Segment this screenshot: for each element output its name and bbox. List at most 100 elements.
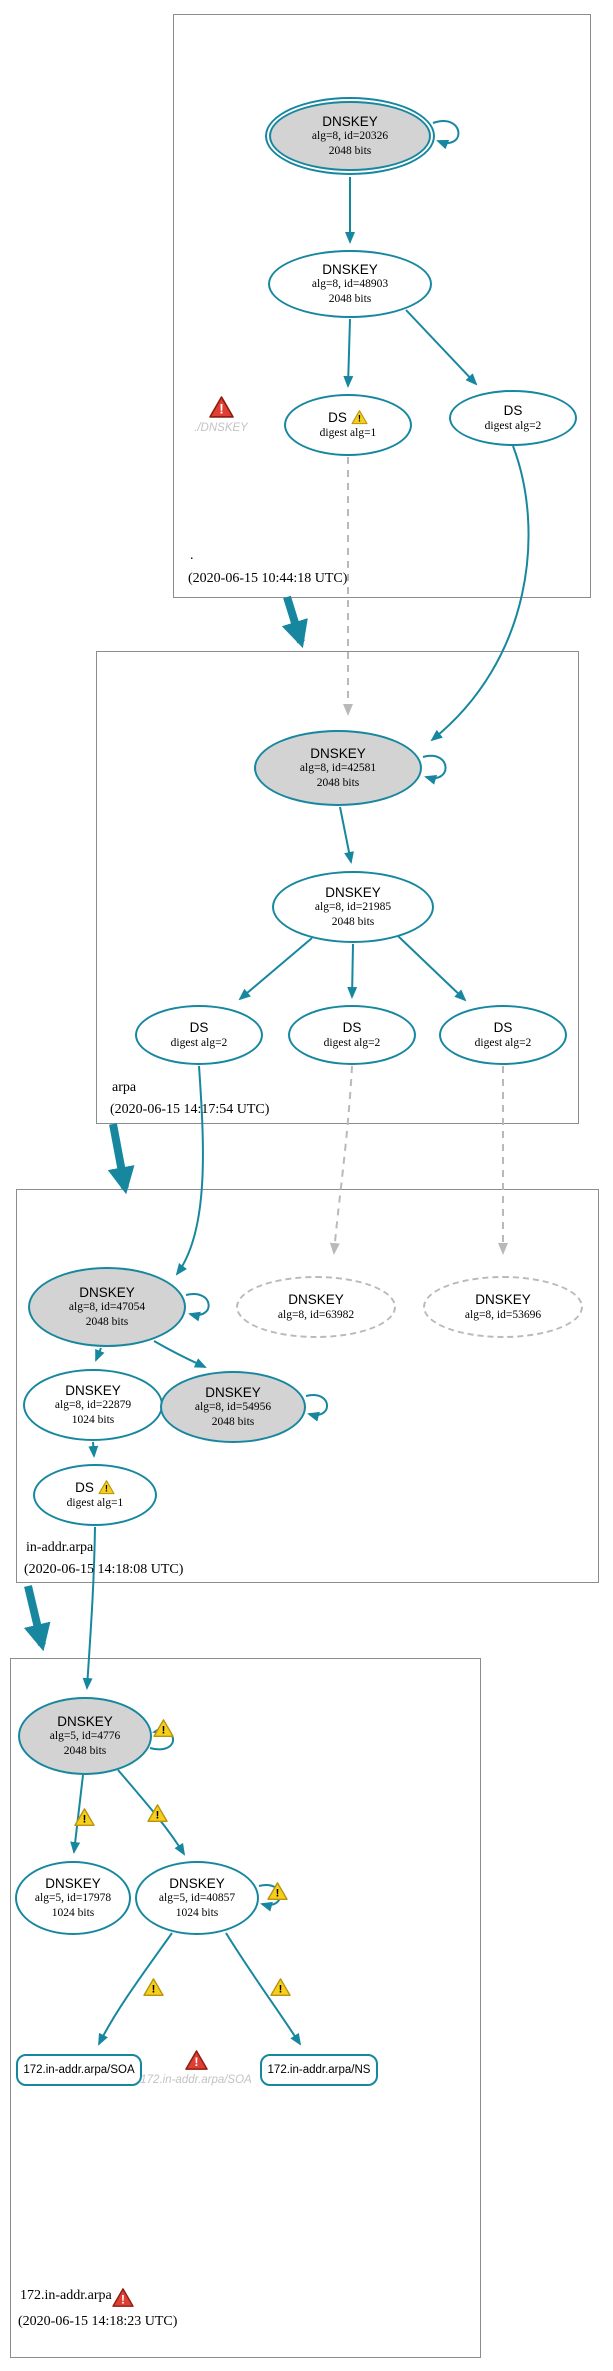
node-title: DNSKEY xyxy=(322,261,378,277)
node-alg: alg=5, id=4776 xyxy=(49,1730,121,1743)
svg-text:!: ! xyxy=(279,1984,283,1996)
node-bits: 1024 bits xyxy=(71,1413,115,1426)
node-alg: digest alg=2 xyxy=(474,1036,532,1049)
node-bits: 2048 bits xyxy=(316,776,360,789)
node-title: DS xyxy=(342,1020,362,1036)
warning-icon: ! xyxy=(267,1882,288,1900)
dnskey-node-arpa-zsk-21985[interactable]: DNSKEY alg=8, id=21985 2048 bits xyxy=(272,871,434,943)
node-title: DNSKEY xyxy=(475,1292,531,1308)
node-bits: 2048 bits xyxy=(328,292,372,305)
dnskey-node-172-ksk-4776[interactable]: DNSKEY alg=5, id=4776 2048 bits xyxy=(18,1697,152,1775)
ds-node-arpa-mid[interactable]: DS digest alg=2 xyxy=(288,1005,416,1065)
dnskey-node-root-zsk-48903[interactable]: DNSKEY alg=8, id=48903 2048 bits xyxy=(268,250,432,318)
node-bits: 2048 bits xyxy=(85,1315,129,1328)
zone-timestamp-inaddr: (2020-06-15 14:18:08 UTC) xyxy=(24,1562,184,1577)
node-alg: alg=8, id=54956 xyxy=(194,1401,272,1414)
node-alg: alg=8, id=53696 xyxy=(464,1308,542,1321)
svg-text:!: ! xyxy=(219,402,224,417)
node-title: DNSKEY xyxy=(288,1292,344,1308)
node-alg: alg=5, id=40857 xyxy=(158,1892,236,1905)
bogus-rrset-label-root-dnskey: ./DNSKEY xyxy=(194,422,248,434)
svg-text:!: ! xyxy=(105,1484,108,1495)
rrset-label: 172.in-addr.arpa/NS xyxy=(267,2064,371,2076)
warning-icon: ! xyxy=(351,410,368,425)
zone-label-arpa: arpa xyxy=(112,1080,137,1095)
node-alg: alg=8, id=63982 xyxy=(277,1308,355,1321)
dnskey-node-inaddr-53696[interactable]: DNSKEY alg=8, id=53696 xyxy=(423,1276,583,1338)
node-title: DNSKEY xyxy=(45,1875,101,1891)
svg-text:!: ! xyxy=(156,1810,160,1822)
ds-node-root-alg1[interactable]: DS ! digest alg=1 xyxy=(284,394,412,456)
edge-delegation-root-to-arpa xyxy=(281,595,308,649)
node-title: DS xyxy=(189,1020,209,1036)
warning-icon: ! xyxy=(98,1480,115,1495)
node-alg: digest alg=2 xyxy=(323,1036,381,1049)
warning-icon: ! xyxy=(270,1978,291,1996)
svg-text:!: ! xyxy=(276,1888,280,1900)
node-title: DNSKEY xyxy=(310,745,366,761)
rrset-node-172-ns[interactable]: 172.in-addr.arpa/NS xyxy=(260,2054,378,2086)
error-icon: ! xyxy=(209,396,234,418)
dnskey-node-inaddr-zsk-22879[interactable]: DNSKEY alg=8, id=22879 1024 bits xyxy=(23,1369,163,1441)
node-alg: digest alg=2 xyxy=(484,419,542,432)
node-alg: digest alg=1 xyxy=(66,1496,124,1509)
node-alg: digest alg=2 xyxy=(170,1036,228,1049)
node-alg: alg=8, id=48903 xyxy=(311,278,389,291)
ds-node-inaddr-alg1[interactable]: DS ! digest alg=1 xyxy=(33,1464,157,1526)
node-alg: alg=8, id=21985 xyxy=(314,901,392,914)
node-bits: 2048 bits xyxy=(63,1744,107,1757)
node-bits: 1024 bits xyxy=(51,1906,95,1919)
node-bits: 2048 bits xyxy=(328,144,372,157)
edge-delegation-inaddr-to-172 xyxy=(23,1585,51,1652)
node-title: DNSKEY xyxy=(65,1382,121,1398)
node-alg: alg=8, id=42581 xyxy=(299,762,377,775)
node-title: DNSKEY xyxy=(169,1875,225,1891)
node-title: DNSKEY xyxy=(325,884,381,900)
error-icon: ! xyxy=(185,2050,208,2070)
zone-timestamp-root: (2020-06-15 10:44:18 UTC) xyxy=(188,571,348,586)
zone-label-root: . xyxy=(190,548,194,563)
node-title: DNSKEY xyxy=(79,1284,135,1300)
node-alg: alg=8, id=22879 xyxy=(54,1399,132,1412)
node-title: DNSKEY xyxy=(322,113,378,129)
dnskey-node-inaddr-63982[interactable]: DNSKEY alg=8, id=63982 xyxy=(236,1276,396,1338)
error-icon: ! xyxy=(112,2288,134,2307)
dnskey-node-arpa-ksk-42581[interactable]: DNSKEY alg=8, id=42581 2048 bits xyxy=(254,730,422,806)
svg-text:!: ! xyxy=(83,1814,87,1826)
rrset-node-172-soa[interactable]: 172.in-addr.arpa/SOA xyxy=(16,2054,142,2086)
svg-text:!: ! xyxy=(358,414,361,425)
node-alg: alg=8, id=20326 xyxy=(311,130,389,143)
svg-text:!: ! xyxy=(162,1725,166,1737)
edge-delegation-arpa-to-inaddr xyxy=(107,1123,135,1195)
rrset-label: 172.in-addr.arpa/SOA xyxy=(23,2064,135,2076)
node-title: DS xyxy=(493,1020,513,1036)
warning-icon: ! xyxy=(147,1804,168,1822)
ds-node-arpa-right[interactable]: DS digest alg=2 xyxy=(439,1005,567,1065)
node-bits: 1024 bits xyxy=(175,1906,219,1919)
node-bits: 2048 bits xyxy=(331,915,375,928)
node-title: DS xyxy=(503,403,523,419)
zone-timestamp-172: (2020-06-15 14:18:23 UTC) xyxy=(18,2314,178,2329)
svg-text:!: ! xyxy=(121,2292,125,2306)
warning-icon: ! xyxy=(74,1808,95,1826)
dnskey-node-172-zsk-40857[interactable]: DNSKEY alg=5, id=40857 1024 bits xyxy=(135,1861,259,1935)
zone-label-inaddr: in-addr.arpa xyxy=(26,1540,94,1555)
node-alg: alg=5, id=17978 xyxy=(34,1892,112,1905)
dnskey-node-inaddr-ksk-47054[interactable]: DNSKEY alg=8, id=47054 2048 bits xyxy=(28,1267,186,1347)
node-title: DS xyxy=(75,1480,94,1496)
node-bits: 2048 bits xyxy=(211,1415,255,1428)
dnskey-node-root-ksk-20326[interactable]: DNSKEY alg=8, id=20326 2048 bits xyxy=(265,97,435,175)
node-alg: digest alg=1 xyxy=(319,426,377,439)
dnskey-node-inaddr-54956[interactable]: DNSKEY alg=8, id=54956 2048 bits xyxy=(160,1371,306,1443)
warning-icon: ! xyxy=(153,1719,174,1737)
ds-node-root-alg2[interactable]: DS digest alg=2 xyxy=(449,390,577,446)
svg-text:!: ! xyxy=(194,2055,198,2069)
zone-label-172: 172.in-addr.arpa xyxy=(20,2288,112,2303)
ds-node-arpa-left[interactable]: DS digest alg=2 xyxy=(135,1005,263,1065)
dnskey-node-172-zsk-17978[interactable]: DNSKEY alg=5, id=17978 1024 bits xyxy=(15,1861,131,1935)
svg-text:!: ! xyxy=(152,1984,156,1996)
node-alg: alg=8, id=47054 xyxy=(68,1301,146,1314)
zone-timestamp-arpa: (2020-06-15 14:17:54 UTC) xyxy=(110,1102,270,1117)
node-title: DS xyxy=(328,410,347,426)
